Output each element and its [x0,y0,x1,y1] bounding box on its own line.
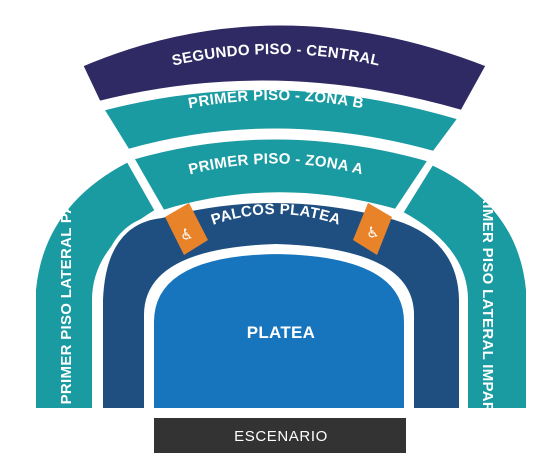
section-primer-piso-zona-a[interactable] [130,135,432,214]
section-palcos-platea[interactable] [99,199,463,412]
section-platea[interactable] [150,250,408,412]
stage-label: ESCENARIO [234,428,328,445]
accessible-box-right[interactable] [353,203,392,255]
section-primer-piso-lateral-par[interactable] [32,158,159,412]
stage [154,418,406,453]
wheelchair-icon: ♿ [366,224,379,242]
section-primer-piso-lateral-impar[interactable] [399,161,530,412]
accessible-box-left[interactable] [165,203,208,255]
section-platea-label: PLATEA [247,323,316,342]
wheelchair-icon: ♿ [180,226,193,244]
section-primer-piso-lateral-par-label: PRIMER PISO LATERAL PAR [58,192,75,405]
section-primer-piso-zona-b[interactable] [100,86,462,155]
section-segundo-piso-central[interactable] [79,21,490,114]
section-primer-piso-lateral-impar-label: PRIMER PISO LATERAL IMPAR [479,183,496,413]
